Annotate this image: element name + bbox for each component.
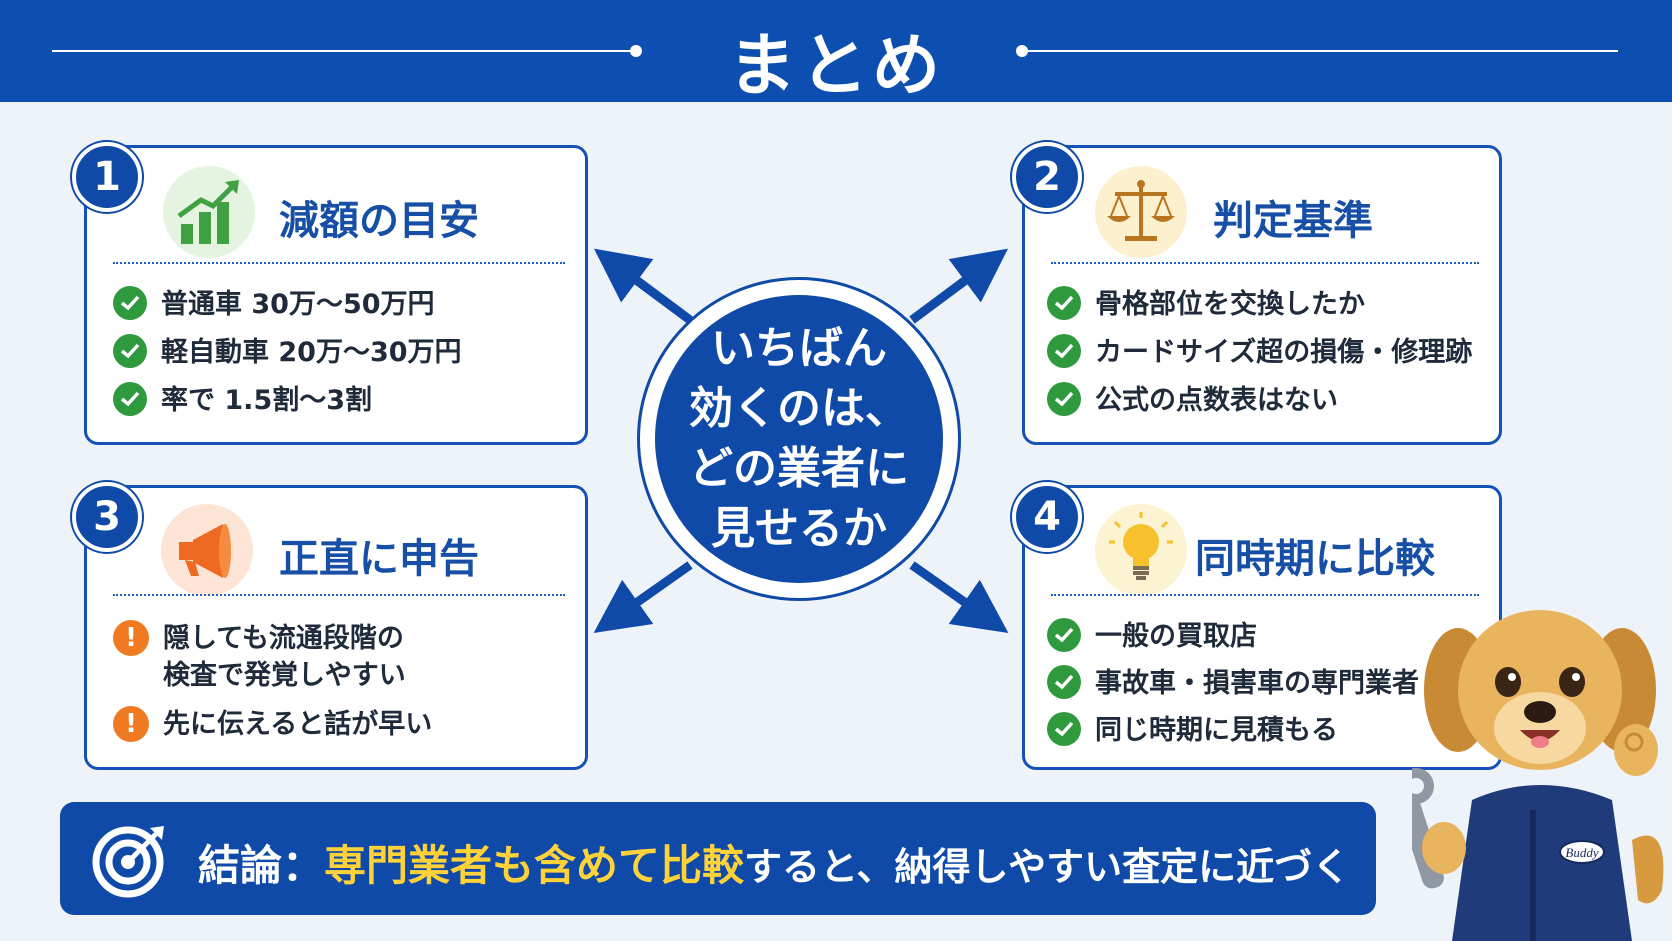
conclusion-bar: 結論：専門業者も含めて比較すると、納得しやすい査定に近づく [60,802,1376,915]
list-item: 同じ時期に見積もる [1047,712,1338,749]
conclusion-highlight: 専門業者も含めて比較 [324,841,745,890]
card-title: 正直に申告 [279,536,479,582]
check-icon [1047,712,1081,746]
check-icon [1047,665,1081,699]
list-item: ! 先に伝えると話が早い [113,706,432,743]
list-item-text: 率で 1.5割～3割 [161,385,373,416]
scales-icon [1095,166,1187,258]
card-divider [1051,262,1479,264]
card-divider [1051,594,1479,596]
warning-icon: ! [113,706,149,742]
center-line: いちばん [711,323,887,374]
check-icon [1047,618,1081,652]
center-message-disc: いちばん 効くのは、 どの業者に 見せるか [655,295,943,583]
list-item-text: 公式の点数表はない [1095,385,1338,416]
header-rule-right [1022,50,1618,52]
number-badge-3: 3 [72,482,142,552]
list-item: 普通車 30万～50万円 [113,286,435,323]
check-icon [113,382,147,416]
mascot-badge-text: Buddy [1565,845,1598,860]
list-item-text: 先に伝えると話が早い [163,709,433,740]
page-title: まとめ [727,27,944,106]
list-item-text: カードサイズ超の損傷・修理跡 [1095,337,1473,368]
list-item-text: 軽自動車 20万～30万円 [161,337,462,368]
check-icon [1047,334,1081,368]
header-dot-left [630,45,642,57]
bar-chart-up-icon [163,166,255,258]
conclusion-text: 結論：専門業者も含めて比較すると、納得しやすい査定に近づく [198,832,1350,893]
list-item: 骨格部位を交換したか [1047,286,1365,323]
target-icon [92,826,164,898]
list-item-text: 一般の買取店 [1095,621,1257,652]
check-icon [113,286,147,320]
check-icon [113,334,147,368]
warning-icon: ! [113,620,149,656]
card-title: 判定基準 [1213,198,1373,244]
center-line: 効くのは、 [689,383,909,434]
center-line: どの業者に [689,443,909,494]
center-line: 見せるか [711,503,887,554]
conclusion-lead: 結論： [198,841,325,890]
list-item: 率で 1.5割～3割 [113,382,372,419]
center-message: いちばん 効くのは、 どの業者に 見せるか [637,277,961,601]
header-rule-left [52,50,636,52]
list-item-text: 骨格部位を交換したか [1095,289,1365,320]
list-item: 軽自動車 20万～30万円 [113,334,462,371]
card-divider [113,262,565,264]
list-item-text: 普通車 30万～50万円 [161,289,435,320]
card-honest-declaration: 正直に申告 ! 隠しても流通段階の検査で発覚しやすい ! 先に伝えると話が早い [84,485,588,770]
dog-mascot-illustration: Buddy [1412,610,1664,941]
list-item: 事故車・損害車の専門業者 [1047,665,1419,702]
card-compare-same-time: 同時期に比較 一般の買取店 事故車・損害車の専門業者 同じ時期に見積もる [1022,485,1502,770]
list-item: ! 隠しても流通段階の検査で発覚しやすい [113,620,406,694]
list-item: 一般の買取店 [1047,618,1257,655]
arrow-to-card-2 [909,248,1009,324]
arrow-to-card-1 [593,248,693,324]
card-judgment-criteria: 判定基準 骨格部位を交換したか カードサイズ超の損傷・修理跡 公式の点数表はない [1022,145,1502,445]
card-title: 同時期に比較 [1195,536,1435,582]
lightbulb-icon [1095,504,1187,596]
list-item: 公式の点数表はない [1047,382,1338,419]
list-item-text: 隠しても流通段階の検査で発覚しやすい [163,623,406,691]
number-badge-4: 4 [1012,482,1082,552]
card-reduction-estimate: 減額の目安 普通車 30万～50万円 軽自動車 20万～30万円 率で 1.5割… [84,145,588,445]
list-item: カードサイズ超の損傷・修理跡 [1047,334,1472,371]
check-icon [1047,382,1081,416]
check-icon [1047,286,1081,320]
arrow-to-card-4 [909,561,1009,633]
number-badge-2: 2 [1012,142,1082,212]
conclusion-rest: すると、納得しやすい査定に近づく [744,845,1351,889]
header-banner: まとめ [0,0,1672,106]
list-item-text: 事故車・損害車の専門業者 [1095,668,1419,699]
card-title: 減額の目安 [279,198,479,244]
arrow-to-card-3 [593,561,693,633]
list-item-text: 同じ時期に見積もる [1095,715,1338,746]
megaphone-icon [161,504,253,596]
card-divider [113,594,565,596]
number-badge-1: 1 [72,142,142,212]
